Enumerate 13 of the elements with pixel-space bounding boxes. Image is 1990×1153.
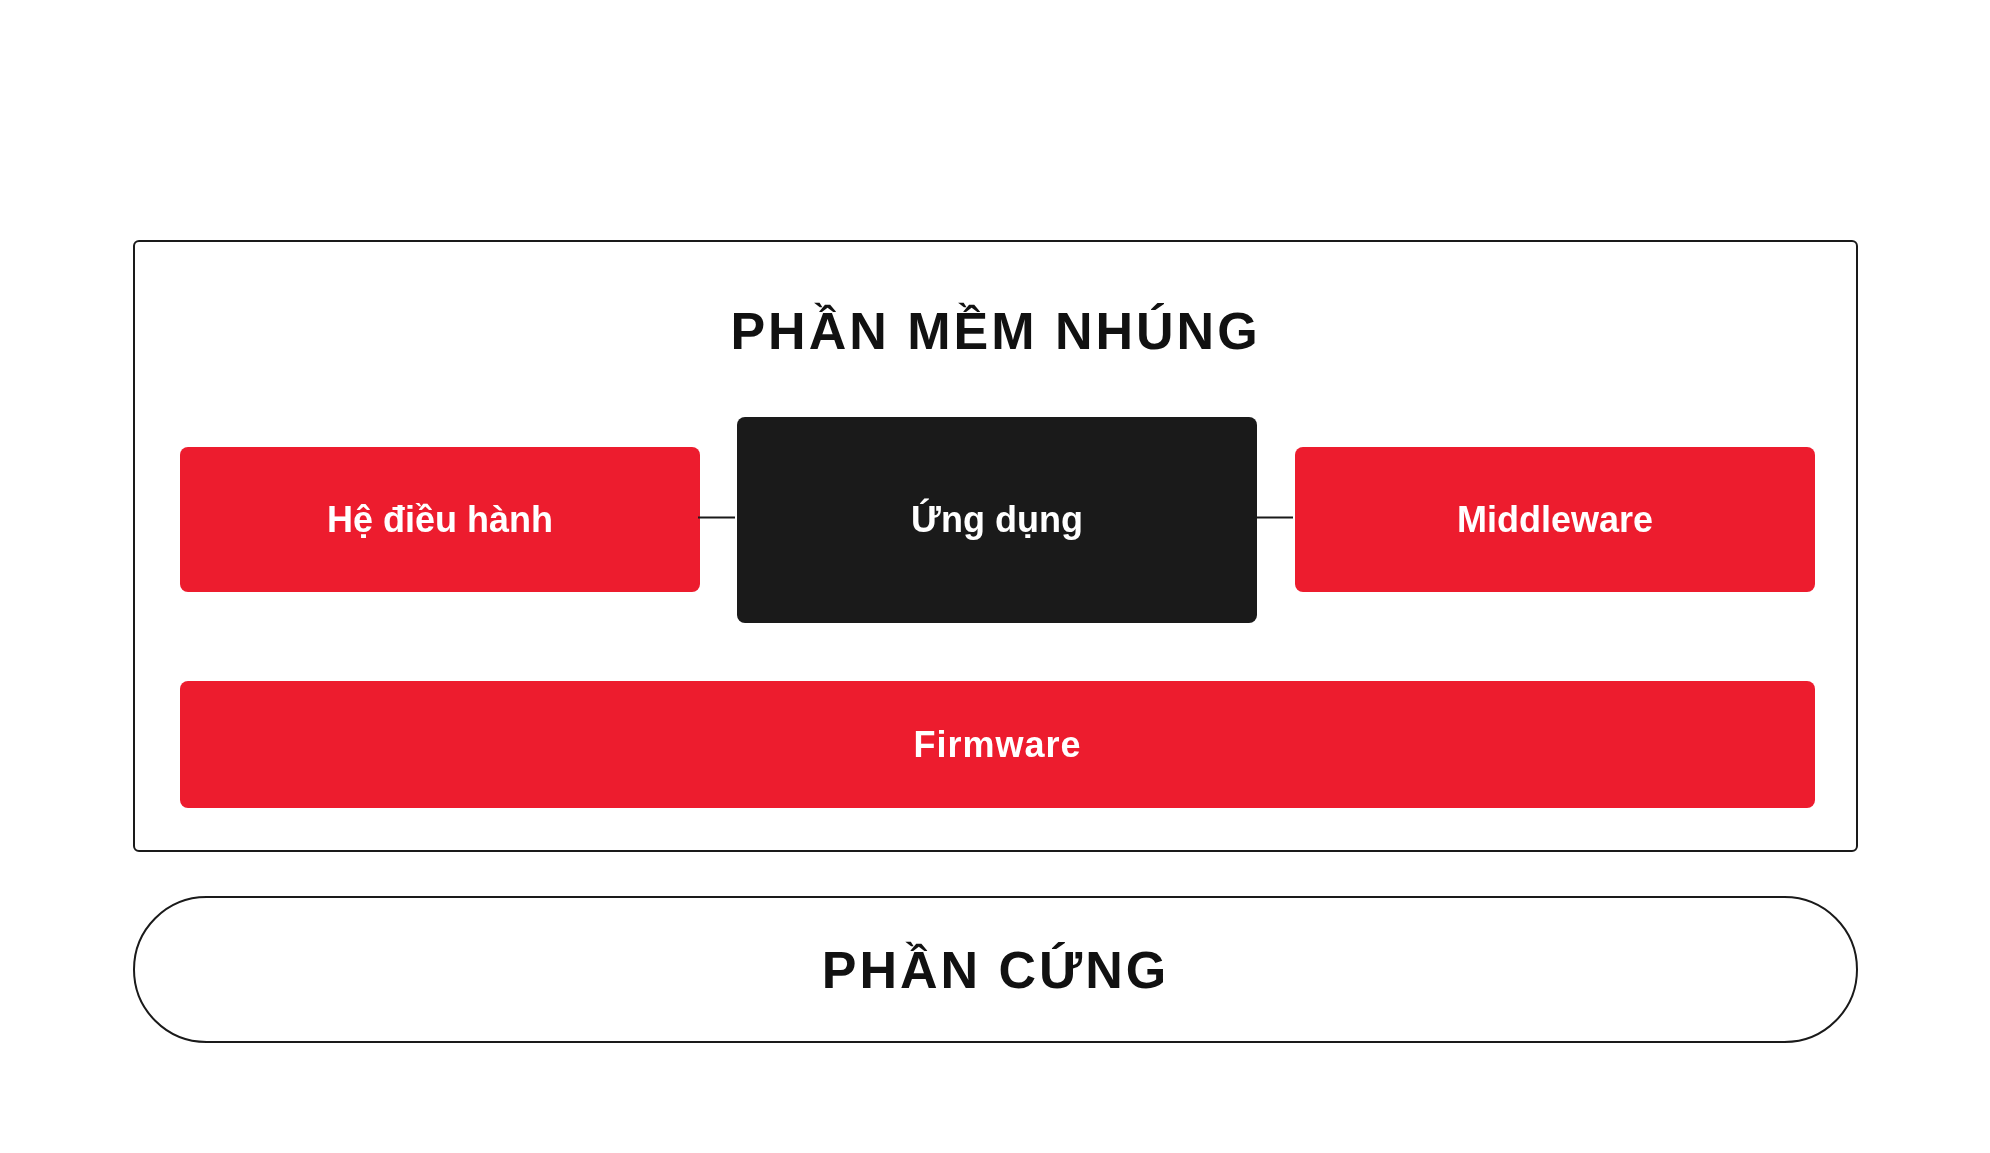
box-label: Middleware — [1456, 497, 1654, 542]
heading: PHẦN MỀM NHÚNG — [729, 301, 1262, 362]
process-box — [737, 417, 1257, 623]
process-box — [180, 447, 700, 592]
process-box — [180, 681, 1815, 808]
connector-line — [697, 516, 736, 519]
connector-line — [1254, 516, 1294, 519]
box-label: Firmware — [913, 722, 1082, 767]
box-label: PHẦN CỨNG — [821, 939, 1170, 1001]
box-label: Hệ điều hành — [327, 497, 553, 542]
container-box — [133, 240, 1858, 852]
box-label: Ứng dụng — [911, 497, 1083, 542]
process-box — [1295, 447, 1815, 592]
